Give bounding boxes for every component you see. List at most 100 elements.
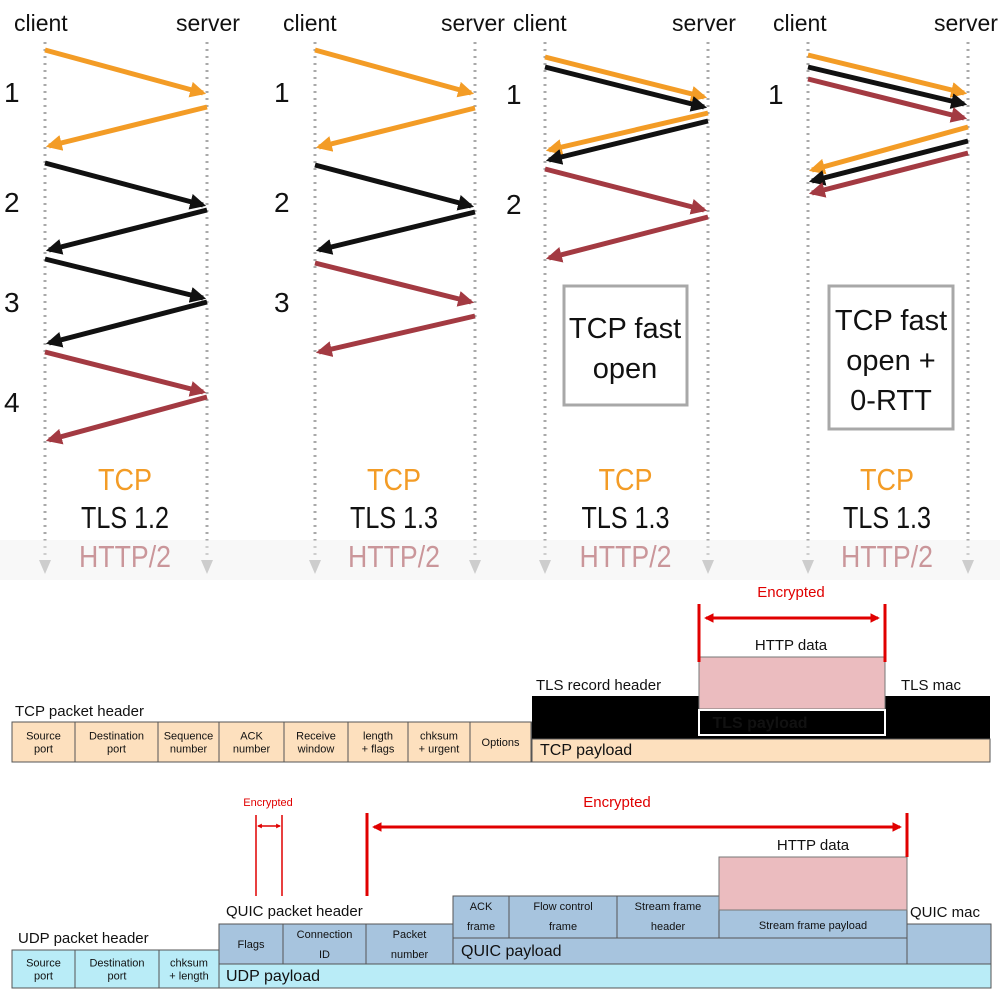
tcp-field: [469, 721, 532, 763]
quic-mac-label: QUIC mac: [910, 904, 981, 921]
tcp-field: [407, 721, 471, 763]
arrow-http-8: [45, 394, 208, 445]
quic-frame-label: frame: [549, 921, 577, 933]
tcp-fast-open-0rtt-text: open +: [846, 345, 936, 377]
tcp-field-label: port: [34, 744, 53, 756]
quic-header-label: QUIC packet header: [226, 903, 363, 920]
arrow-http-5: [314, 260, 475, 307]
tcp-fast-open-0rtt-text: 0-RTT: [850, 385, 932, 417]
step-number-1: 1: [4, 77, 20, 108]
tcp-fast-open-text: open: [593, 353, 658, 385]
tcp-field-label: + flags: [362, 744, 395, 756]
stream-frame-payload-label: Stream frame payload: [759, 920, 867, 932]
quic-frame-label: Stream frame: [635, 901, 702, 913]
arrow-tls-6: [45, 299, 208, 348]
tls-http-data-label: HTTP data: [755, 637, 828, 654]
quic-frame-label: frame: [467, 921, 495, 933]
arrow-tls-2: [544, 64, 708, 112]
arrow-tls-3: [44, 160, 207, 210]
client-label: client: [773, 10, 827, 36]
client-label: client: [14, 10, 68, 36]
tcp-field: [347, 721, 409, 763]
tcp-field-label: Destination: [89, 731, 144, 743]
handshake-panel-2: [309, 42, 481, 574]
udp-field-label: Source: [26, 958, 61, 970]
udp-field-label: port: [34, 971, 53, 983]
tcp-field-label: number: [233, 744, 271, 756]
arrow-http-6: [545, 214, 709, 263]
tcp-header-label: TCP packet header: [15, 703, 144, 720]
quic-frame-label: ACK: [470, 901, 493, 913]
quic-field: [218, 923, 284, 965]
step-number-1: 1: [768, 79, 784, 110]
stack-label-tls: TLS 1.3: [350, 500, 438, 535]
tcp-field-label: Receive: [296, 731, 336, 743]
arrow-tcp-4: [808, 124, 969, 175]
quic-frame-label: Flow control: [533, 901, 592, 913]
stack-label-tls: TLS 1.3: [843, 500, 931, 535]
arrow-tls-5: [808, 138, 969, 186]
handshake-panel-1: [39, 42, 213, 574]
quic-payload-label: QUIC payload: [461, 943, 562, 960]
udp-field: [158, 949, 220, 989]
separator-band: [0, 540, 1000, 580]
tcp-field-label: port: [107, 744, 126, 756]
tcp-payload-bar: [531, 738, 991, 763]
quic-field: [365, 923, 454, 965]
quic-small-encrypted-label: Encrypted: [243, 797, 293, 809]
client-label: client: [283, 10, 337, 36]
step-number-3: 3: [274, 287, 290, 318]
arrow-tls-3: [314, 162, 475, 211]
tcp-fast-open-text: TCP fast: [569, 313, 681, 345]
tls-payload-label: TLS payload: [712, 715, 807, 732]
arrow-tcp-2: [315, 105, 476, 152]
server-label: server: [672, 10, 736, 36]
quic-field-label: Packet: [393, 929, 427, 941]
tcp-fast-open-box: [562, 284, 689, 407]
tcp-payload-label: TCP payload: [540, 742, 632, 759]
udp-field: [74, 949, 160, 989]
tcp-field: [11, 721, 76, 763]
arrow-tls-5: [44, 256, 207, 303]
stack-label-tcp: TCP: [860, 462, 914, 497]
udp-header-label: UDP packet header: [18, 930, 149, 947]
step-number-1: 1: [506, 79, 522, 110]
tcp-field-label: window: [297, 744, 335, 756]
step-number-3: 3: [4, 287, 20, 318]
handshake-panel-3: [539, 42, 714, 574]
quic-field-label: Connection: [297, 929, 353, 941]
quic-field-label: ID: [319, 949, 330, 961]
arrow-tls-4: [315, 209, 476, 255]
server-label: server: [934, 10, 998, 36]
arrow-tcp-1: [544, 54, 708, 102]
quic-encrypted-label: Encrypted: [583, 794, 651, 811]
udp-field-label: chksum: [170, 958, 208, 970]
tcp-field-label: chksum: [420, 731, 458, 743]
step-number-2: 2: [506, 189, 522, 220]
udp-payload-label: UDP payload: [226, 968, 320, 985]
stack-label-tcp: TCP: [98, 462, 152, 497]
arrow-tls-2: [807, 64, 968, 109]
arrow-tcp-1: [807, 52, 968, 98]
tcp-field-label: length: [363, 731, 393, 743]
tcp-field-label: number: [170, 744, 208, 756]
quic-http-data-box: [718, 856, 908, 911]
step-number-2: 2: [274, 187, 290, 218]
quic-field-label: Flags: [238, 939, 265, 951]
stack-label-tls: TLS 1.3: [582, 500, 670, 535]
arrow-tcp-1: [44, 47, 207, 98]
stack-label-tcp: TCP: [367, 462, 421, 497]
udp-field-label: Destination: [89, 958, 144, 970]
arrow-tls-4: [45, 207, 208, 255]
quic-field-label: number: [391, 949, 429, 961]
udp-field: [11, 949, 76, 989]
tcp-field-label: ACK: [240, 731, 263, 743]
tcp-fast-open-0rtt-text: TCP fast: [835, 305, 947, 337]
step-number-2: 2: [4, 187, 20, 218]
tls-payload-box: [698, 709, 886, 736]
tls-http-data-box: [698, 656, 886, 710]
tcp-field: [218, 721, 285, 763]
arrow-http-3: [807, 76, 968, 123]
tcp-field: [74, 721, 159, 763]
